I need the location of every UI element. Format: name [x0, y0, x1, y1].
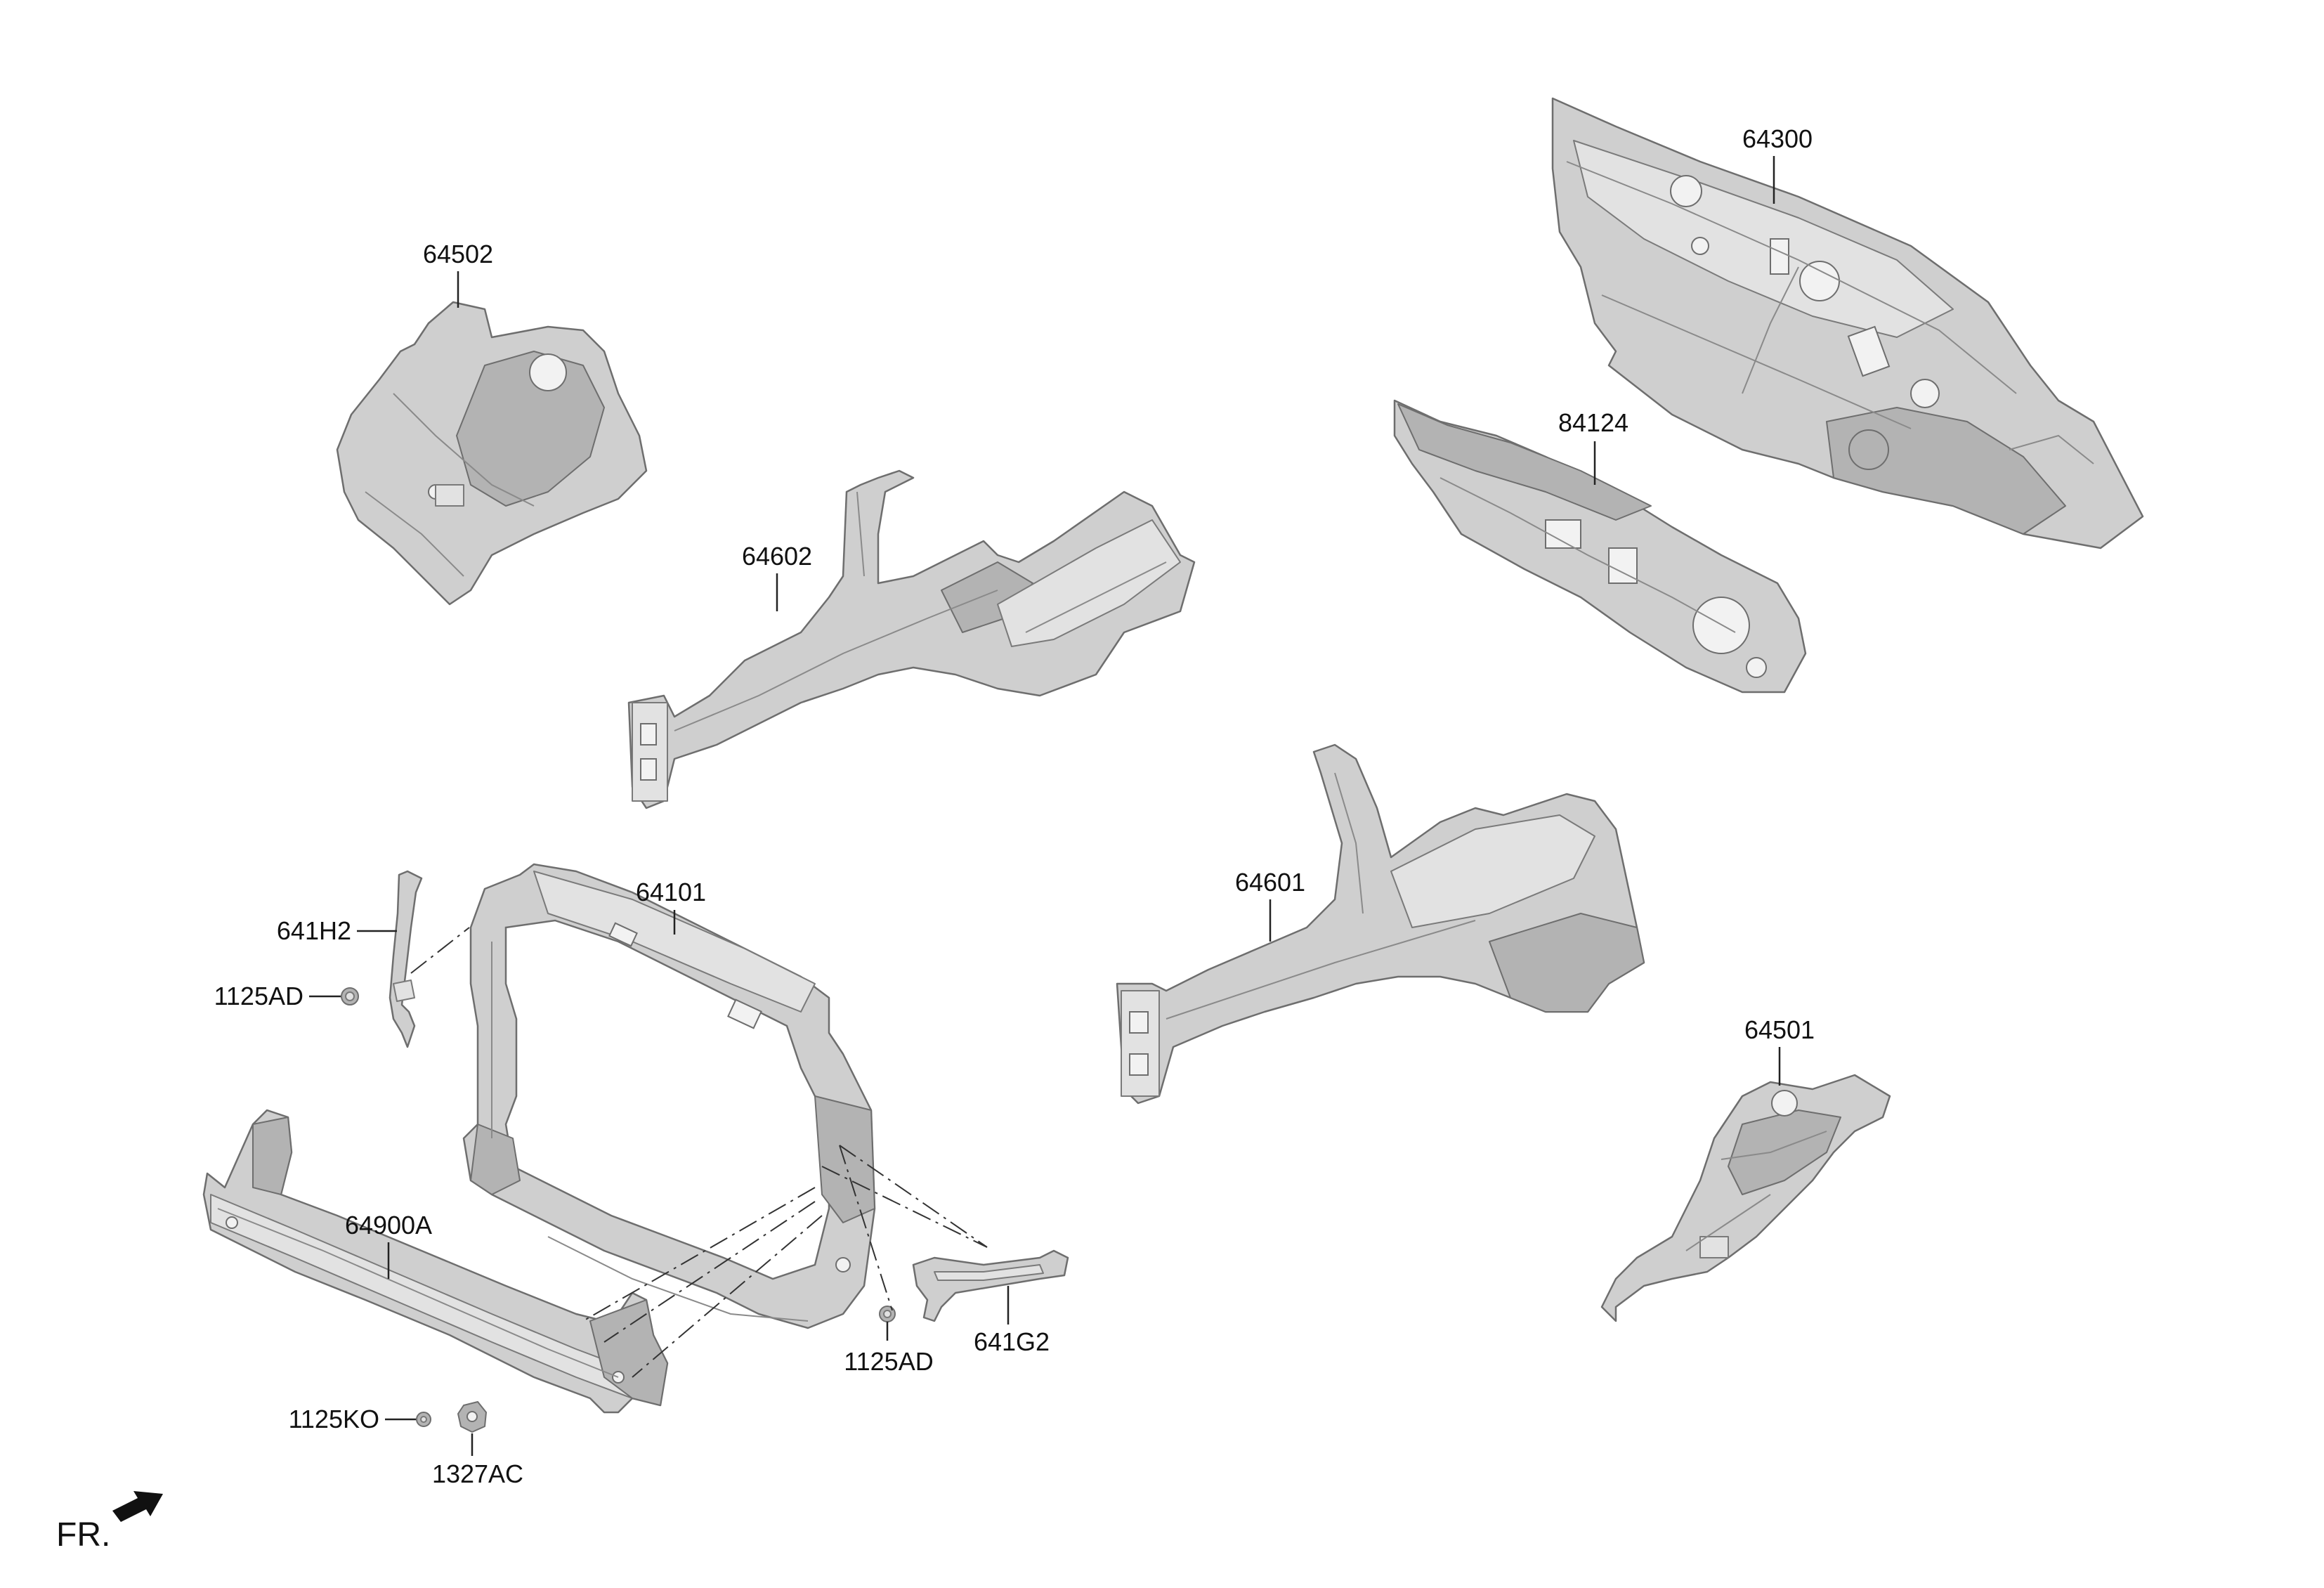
part-64501-wheel-house-rh — [1600, 1074, 1891, 1322]
label-641G2: 641G2 — [974, 1327, 1050, 1356]
label-64501: 64501 — [1744, 1015, 1815, 1044]
part-84124-dash-insulator — [1393, 399, 1807, 694]
part-64601-side-member-rh — [1116, 743, 1645, 1105]
label-1125AD-right: 1125AD — [844, 1347, 933, 1376]
fr-label: FR. — [56, 1516, 110, 1554]
part-64502-wheel-house-lh — [336, 301, 648, 606]
label-84124: 84124 — [1558, 408, 1628, 437]
part-1125KO-bolt — [416, 1412, 431, 1427]
assembly-lines — [410, 927, 988, 1378]
part-1125AD-bolt-right — [879, 1306, 896, 1322]
part-641H2-stay-lh — [389, 870, 423, 1048]
part-641G2-stay-rh — [912, 1249, 1069, 1322]
label-64101: 64101 — [636, 878, 706, 906]
part-64101-radiator-support — [462, 863, 876, 1329]
label-64300: 64300 — [1742, 124, 1813, 153]
part-1125AD-bolt-left — [341, 987, 359, 1005]
label-64502: 64502 — [423, 240, 493, 268]
label-64601: 64601 — [1235, 868, 1305, 897]
label-641H2: 641H2 — [277, 916, 351, 945]
label-64602: 64602 — [742, 542, 812, 571]
part-64900A-bumper-beam — [202, 1109, 669, 1414]
label-1125KO: 1125KO — [289, 1405, 379, 1433]
front-arrow-icon — [112, 1491, 163, 1522]
front-direction-indicator: FR. — [56, 1491, 163, 1554]
label-64900A: 64900A — [345, 1211, 432, 1239]
part-64602-side-member-lh — [627, 469, 1196, 809]
label-1327AC: 1327AC — [432, 1459, 523, 1488]
part-64300-dash-panel — [1551, 97, 2144, 549]
label-1125AD-left: 1125AD — [214, 982, 303, 1010]
part-1327AC-nut — [457, 1401, 487, 1433]
